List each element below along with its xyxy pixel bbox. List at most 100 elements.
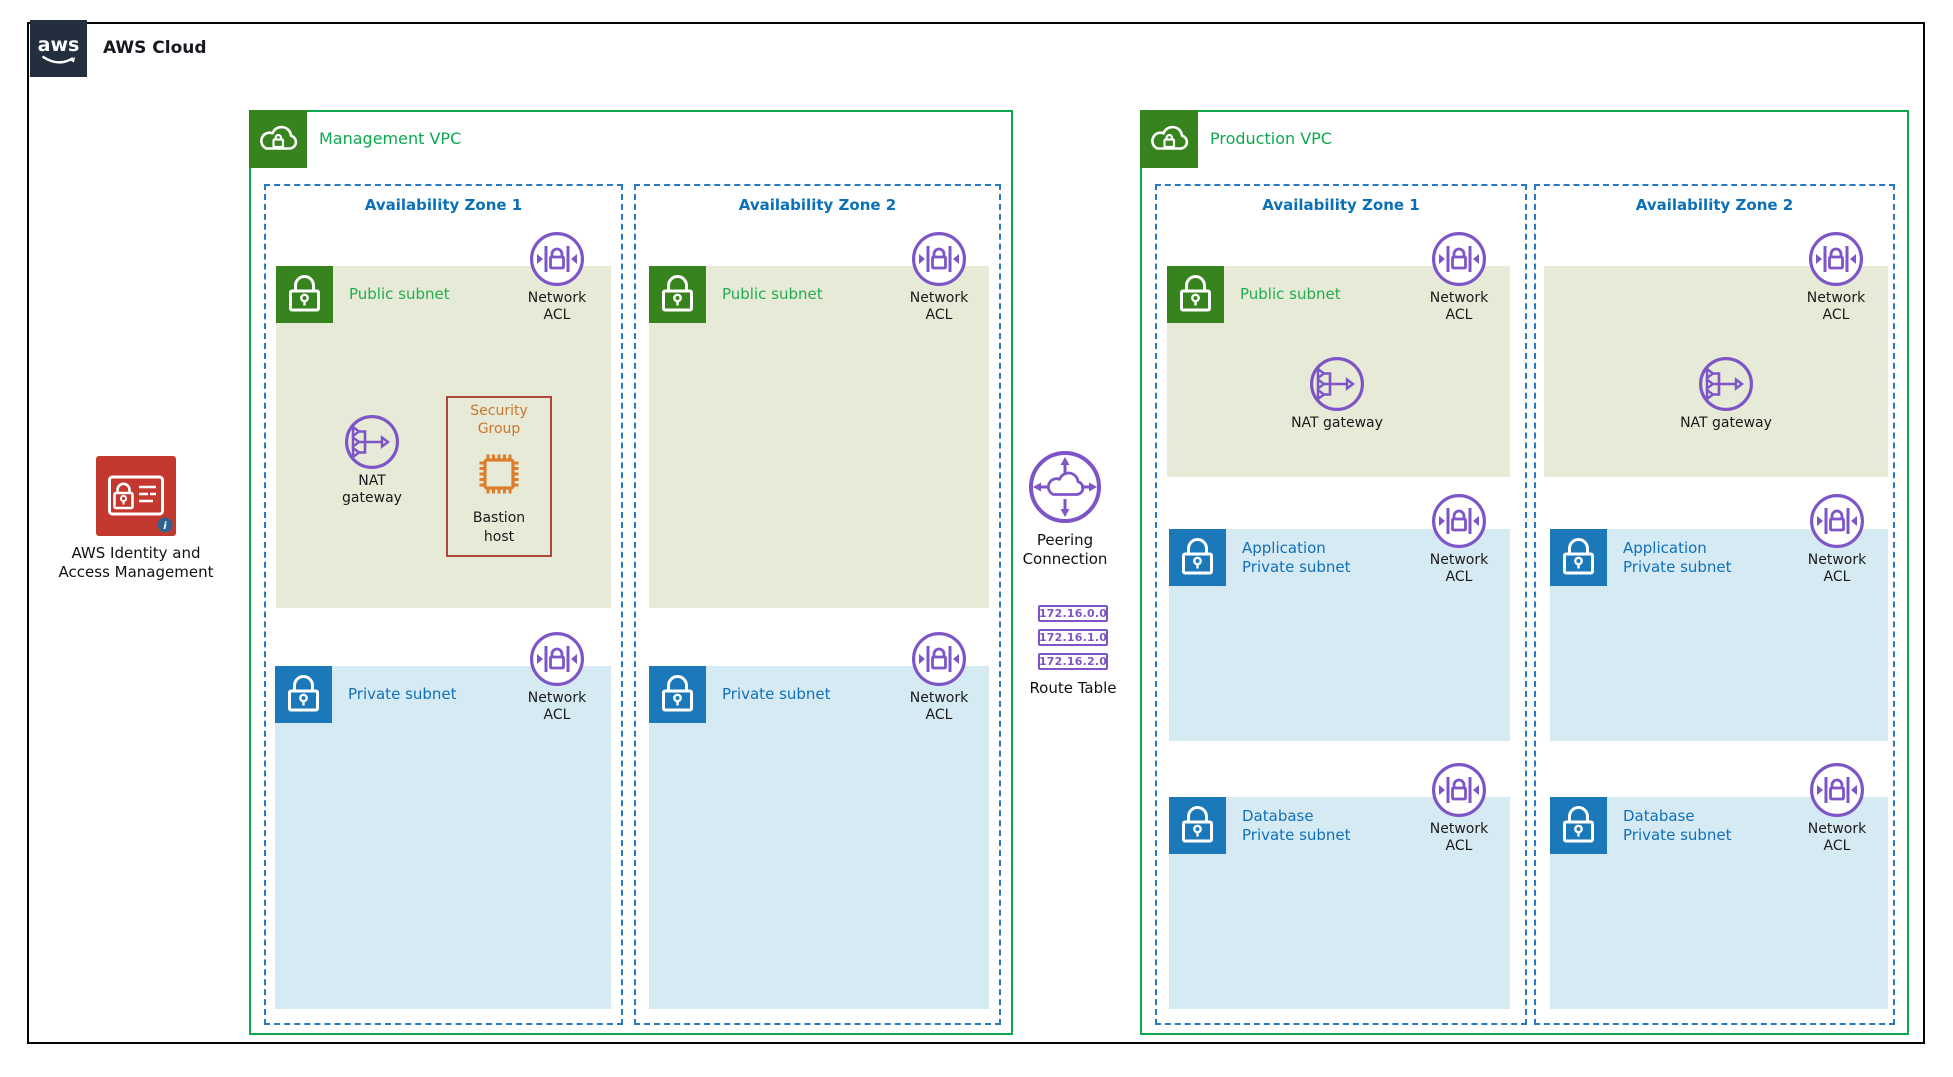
network-acl-label: ACL: [1823, 838, 1851, 854]
subnet-label: Private subnet: [348, 685, 457, 703]
az-title: Availability Zone 1: [1262, 196, 1420, 214]
network-acl-label: ACL: [925, 307, 953, 323]
iam-service: i AWS Identity and Access Management: [36, 456, 236, 582]
nat-gateway-icon: [1698, 357, 1754, 411]
route-entry: 172.16.2.0: [1038, 653, 1108, 670]
network-acl-label: ACL: [543, 707, 571, 723]
network-acl-label: Network: [909, 690, 969, 706]
nat-gateway: NAT gateway: [1661, 356, 1791, 432]
network-acl-icon: [1809, 762, 1865, 818]
peering-connection-icon: [1029, 451, 1101, 523]
subnet-header: Public subnet: [1167, 266, 1510, 323]
svg-text:i: i: [163, 521, 167, 532]
network-acl-label: Network: [909, 290, 969, 306]
route-table-label: Route Table: [1029, 679, 1117, 697]
az-title: Availability Zone 2: [738, 196, 897, 214]
prod-availability-zone-1: Availability Zone 1 Public subnet Networ…: [1155, 184, 1527, 1025]
route-entry: 172.16.1.0: [1038, 629, 1108, 646]
management-vpc: Management VPC Availability Zone 1 Publi…: [249, 110, 1013, 1035]
peering-label: Connection: [1022, 550, 1108, 568]
network-acl-label: Network: [1429, 552, 1489, 568]
private-subnet-icon: [275, 666, 332, 723]
private-subnet-icon: [1169, 797, 1226, 854]
public-subnet-icon: [276, 266, 333, 323]
network-acl-icon: [1431, 494, 1487, 549]
info-badge-icon: [157, 517, 173, 533]
private-subnet-icon: [1550, 529, 1607, 586]
network-acl-icon: [1431, 232, 1487, 286]
public-subnet-icon: [1167, 266, 1224, 323]
mgmt-az1-private-subnet: Private subnet: [275, 666, 611, 1009]
network-acl-label: Network: [1806, 290, 1866, 306]
subnet-header: Private subnet: [275, 666, 611, 723]
network-acl-icon: [1808, 232, 1864, 286]
peering-label: Peering: [1036, 531, 1094, 549]
private-subnet-icon: [1550, 797, 1607, 854]
production-vpc: Production VPC Availability Zone 1 Publi…: [1140, 110, 1909, 1035]
nat-gateway-label: NAT: [358, 473, 386, 489]
subnet-label: Public subnet: [1240, 285, 1341, 303]
subnet-label: Private subnet: [722, 685, 831, 703]
mgmt-az1-public-subnet: Public subnet: [276, 266, 611, 608]
subnet-label: Public subnet: [722, 285, 823, 303]
network-acl-label: Network: [1807, 552, 1867, 568]
network-acl-label: ACL: [1445, 569, 1473, 585]
mgmt-availability-zone-1: Availability Zone 1 Public subnet Networ…: [264, 184, 623, 1025]
subnet-label: Public subnet: [349, 285, 450, 303]
vpc-icon: [1140, 110, 1198, 168]
network-acl-label: Network: [1807, 821, 1867, 837]
mgmt-az2-private-subnet: Private subnet: [649, 666, 989, 1009]
vpc-icon: [249, 110, 307, 168]
iam-label-line1: AWS Identity and: [71, 544, 201, 562]
route-entry: 172.16.0.0: [1038, 605, 1108, 622]
aws-cloud-boundary: [27, 22, 1925, 1044]
page-title: AWS Cloud: [103, 38, 207, 58]
network-acl-label: Network: [1429, 821, 1489, 837]
nat-gateway-icon: [1309, 357, 1365, 411]
subnet-header: Public subnet: [649, 266, 989, 323]
nat-gateway-label: NAT gateway: [1680, 415, 1772, 431]
network-acl-icon: [529, 631, 585, 687]
subnet-header: Public subnet: [276, 266, 611, 323]
mgmt-az2-public-subnet: Public subnet: [649, 266, 989, 608]
nat-gateway: NAT gateway: [1272, 356, 1402, 432]
public-subnet-icon: [649, 266, 706, 323]
iam-label: AWS Identity and Access Management: [59, 544, 214, 582]
network-acl-label: Network: [1429, 290, 1489, 306]
network-acl-label: ACL: [1822, 307, 1850, 323]
az-title: Availability Zone 1: [364, 196, 523, 214]
network-acl-label: Network: [527, 290, 587, 306]
management-vpc-title: Management VPC: [319, 129, 462, 148]
network-acl-label: ACL: [543, 307, 571, 323]
iam-label-line2: Access Management: [58, 563, 214, 581]
private-subnet-icon: [1169, 529, 1226, 586]
network-acl-icon: [1431, 762, 1487, 818]
network-acl-icon: [911, 232, 967, 286]
network-acl-icon: [529, 232, 585, 286]
network-acl-icon: [911, 631, 967, 687]
az-title: Availability Zone 2: [1635, 196, 1794, 214]
aws-logo-text: aws: [38, 34, 80, 56]
iam-icon: i: [96, 456, 176, 536]
